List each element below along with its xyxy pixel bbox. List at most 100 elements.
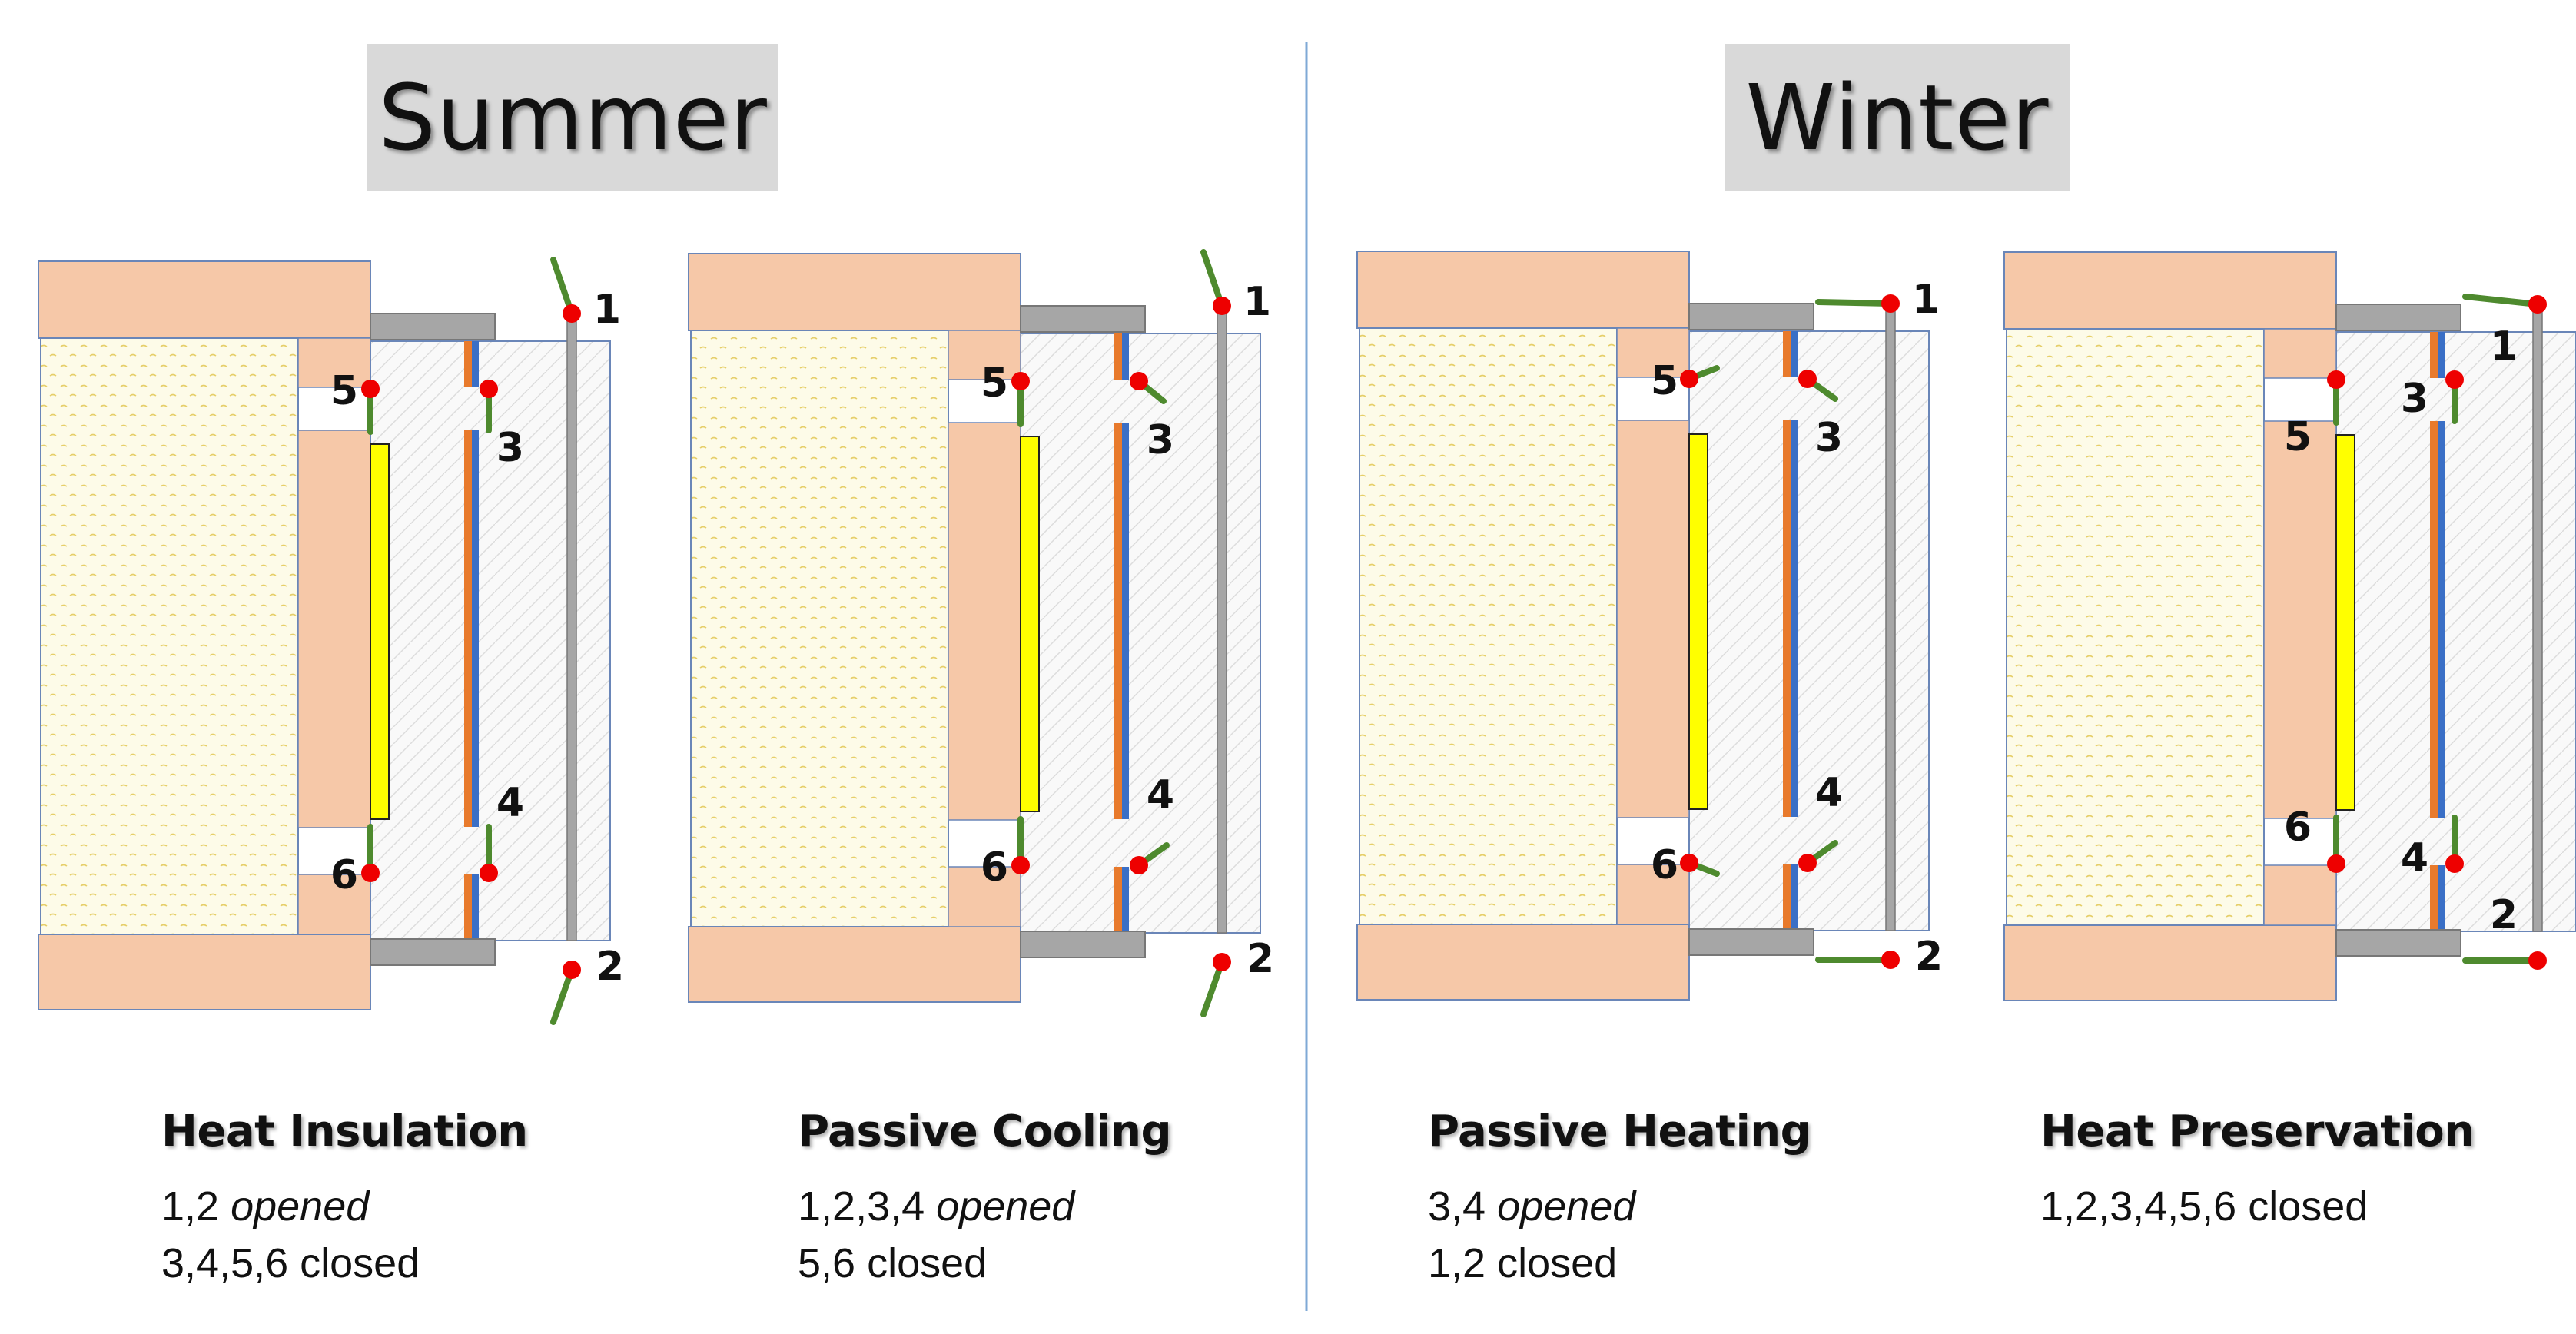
insulation-layer [690,330,949,927]
mode-heat-insulation: Heat Insulation 1,2 opened 3,4,5,6 close… [161,1107,699,1296]
inner-brick-top [1616,327,1690,378]
vent-5-label: 5 [2284,414,2312,460]
inner-brick-bottom [297,874,371,935]
glazing-orange-1 [1114,423,1122,819]
mode-open-line: 3,4 opened [1428,1183,1966,1230]
vent-4-label: 4 [496,780,524,826]
vent-4-hinge [1798,854,1817,872]
vent-4-hinge [480,864,498,882]
vent-2-hinge [2528,951,2547,970]
glazing-orange-0 [2430,332,2438,378]
mode-title: Passive Cooling [798,1107,1172,1156]
vent-6-hinge [1680,854,1698,872]
mode-open-line: 1,2 opened [161,1183,699,1230]
mode-heat-preservation: Heat Preservation 1,2,3,4,5,6 closed [2040,1107,2576,1239]
frame-top-cap [1688,303,1814,330]
top-brick-block [38,260,371,339]
mode-state-text: opened [231,1183,370,1229]
vent-5-hinge [1680,370,1698,388]
vent-6-label: 6 [1651,842,1678,888]
bottom-brick-block [38,934,371,1010]
vent-6-label: 6 [2284,805,2312,851]
mode-state-text: opened [1497,1183,1636,1229]
vent-3-hinge [1130,372,1148,390]
glazing-blue-0 [472,341,479,387]
bottom-brick-block [688,926,1021,1003]
vent-1-flap [550,257,575,317]
insulation-layer [1359,327,1618,925]
vent-1-flap [2462,294,2541,307]
vent-3-label: 3 [1815,415,1843,461]
vent-3-hinge [2445,370,2464,389]
inner-brick-top [297,337,371,388]
frame-bottom-cap [370,938,496,966]
absorber-plate [370,443,390,820]
frame-bottom-cap [1020,931,1146,958]
vent-3-label: 3 [1147,417,1174,463]
frame-bottom-cap [2335,929,2461,957]
glazing-orange-2 [464,874,472,941]
glazing-blue-2 [472,874,479,941]
glazing-orange-0 [464,341,472,387]
vent-1-hinge [2528,295,2547,314]
frame-bottom-cap [1688,928,1814,956]
summer-title: Summer [378,65,768,171]
inner-brick-top [2263,328,2337,379]
mode-vents-text: 1,2,3,4,5,6 closed [2040,1183,2369,1229]
mode-passive-heating: Passive Heating 3,4 opened 1,2 closed [1428,1107,1966,1296]
vent-1-hinge [1881,294,1900,313]
vent-5-hinge [1011,372,1030,390]
absorber-plate [2335,434,2355,811]
mode-passive-cooling: Passive Cooling 1,2,3,4 opened 5,6 close… [798,1107,1336,1296]
mode-vents-text: 1,2,3,4 [798,1183,937,1229]
vent-5-label: 5 [1651,358,1678,404]
glazing-blue-1 [472,430,479,827]
frame-top-cap [370,313,496,340]
vent-2-label: 2 [596,944,624,990]
mode-open-line: 1,2,3,4 opened [798,1183,1336,1230]
vent-2-hinge [563,961,581,979]
outer-glazing [2532,311,2543,932]
mode-vents-text: 1,2 closed [1428,1240,1618,1286]
summer-header: Summer [367,44,778,191]
inner-brick-bottom [948,866,1021,927]
inner-brick-middle [1616,420,1690,818]
mode-state-text: opened [936,1183,1075,1229]
inner-brick-bottom [2263,864,2337,926]
vent-2-label: 2 [2490,892,2518,938]
mode-closed-line: 5,6 closed [798,1239,1336,1287]
glazing-orange-0 [1783,331,1791,377]
absorber-plate [1688,433,1708,810]
vent-5-label: 5 [981,360,1008,407]
inner-brick-bottom [1616,864,1690,925]
glazing-blue-0 [1122,334,1129,380]
vent-2-flap [550,967,575,1025]
vent-3-hinge [1798,370,1817,388]
mode-title: Heat Insulation [161,1107,528,1156]
vent-3-label: 3 [2401,376,2428,422]
outer-glazing [1217,313,1227,934]
vent-4-hinge [1130,856,1148,874]
glazing-orange-2 [1114,867,1122,933]
glazing-blue-1 [2438,421,2445,818]
top-brick-block [688,253,1021,331]
mode-title: Passive Heating [1428,1107,1811,1156]
vent-3-hinge [480,380,498,398]
glazing-blue-0 [1791,331,1798,377]
glazing-orange-2 [2430,865,2438,931]
top-brick-block [2003,251,2337,330]
vent-2-label: 2 [1247,936,1274,982]
vent-3-label: 3 [496,425,524,471]
vent-5-label: 5 [330,368,358,414]
winter-header: Winter [1725,44,2070,191]
vent-4-label: 4 [2401,835,2428,881]
insulation-layer [2006,328,2265,926]
glazing-blue-2 [2438,865,2445,931]
vent-4-hinge [2445,854,2464,873]
glazing-orange-1 [1783,420,1791,817]
glazing-blue-2 [1122,867,1129,933]
